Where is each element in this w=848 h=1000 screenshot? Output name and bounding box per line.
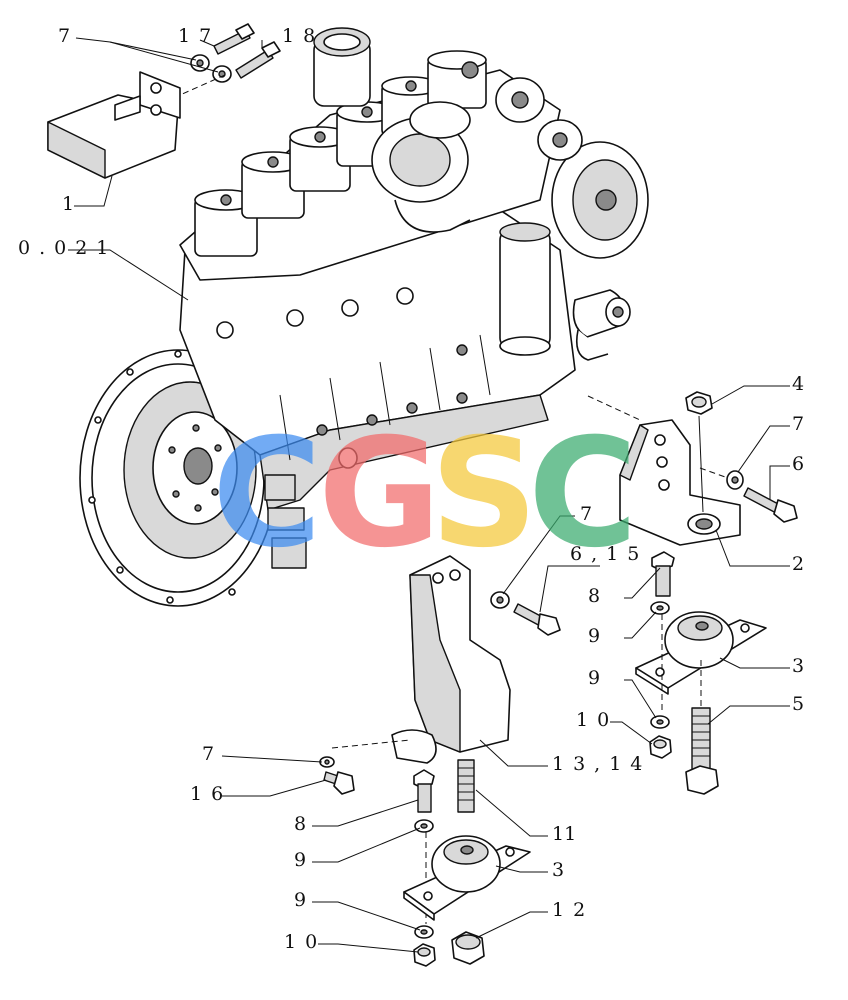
label-7-right: 7 <box>792 413 813 435</box>
bolt-17 <box>213 23 255 55</box>
label-11: 11 <box>552 823 576 845</box>
label-9-lower-bottom: 9 <box>294 889 315 911</box>
label-7-top: 7 <box>58 25 79 47</box>
label-1: 1 <box>62 193 83 215</box>
part-labels: 7 17 18 1 0.021 4 7 6 2 7 6,15 8 9 3 9 5… <box>18 25 813 953</box>
nut-10-lower <box>413 943 436 967</box>
label-9-right-bottom: 9 <box>588 667 609 689</box>
label-10-right: 10 <box>576 709 618 731</box>
label-17: 17 <box>178 25 220 47</box>
engine-assembly <box>79 27 649 607</box>
watermark-letter-s: S <box>430 407 538 581</box>
label-3-lower: 3 <box>552 859 573 881</box>
label-12: 12 <box>552 899 594 921</box>
oil-filter <box>499 222 551 356</box>
nut-4 <box>685 391 713 415</box>
label-6-15: 6,15 <box>570 543 648 565</box>
label-9-lower-top: 9 <box>294 849 315 871</box>
label-6-right: 6 <box>792 453 813 475</box>
label-10-lower: 10 <box>284 931 326 953</box>
label-9-right-top: 9 <box>588 625 609 647</box>
watermark-letter-c1: C <box>212 407 322 581</box>
nut-12 <box>451 931 485 965</box>
bolt-18 <box>235 41 281 79</box>
watermark-letter-g: G <box>318 407 441 581</box>
label-5: 5 <box>792 693 813 715</box>
bolt-8-right <box>651 551 675 597</box>
label-7-lower: 7 <box>202 743 223 765</box>
alternator <box>495 77 649 259</box>
washer-7-top <box>190 54 232 83</box>
leader-lines <box>68 37 790 953</box>
mount-3-lower <box>403 835 531 921</box>
label-16: 16 <box>190 783 232 805</box>
label-13-14: 13,14 <box>552 753 651 775</box>
coolant-outlet <box>572 289 631 361</box>
stud-5 <box>685 707 719 795</box>
label-8-right: 8 <box>588 585 609 607</box>
bolt-8-lower <box>413 769 435 813</box>
nut-10-right <box>649 735 672 759</box>
injector-covers <box>194 50 487 257</box>
stud-11 <box>457 759 475 813</box>
turbocharger <box>371 101 471 233</box>
intake-elbow <box>313 27 371 107</box>
label-18: 18 <box>282 25 324 47</box>
watermark-logo: C G S C <box>212 407 638 581</box>
bolt-6-15 <box>513 603 561 636</box>
label-2: 2 <box>792 553 813 575</box>
label-7-middle: 7 <box>580 503 601 525</box>
label-8-lower: 8 <box>294 813 315 835</box>
part-13-14-lower-bracket <box>391 555 511 764</box>
part-1-front-bracket <box>47 71 181 179</box>
bolt-16 <box>323 771 355 795</box>
bolt-6-right <box>743 487 798 523</box>
part-2-rear-bracket <box>619 419 741 546</box>
watermark-letter-c2: C <box>528 407 638 581</box>
label-4: 4 <box>792 373 813 395</box>
label-3-right: 3 <box>792 655 813 677</box>
label-0-021: 0.021 <box>18 237 117 259</box>
